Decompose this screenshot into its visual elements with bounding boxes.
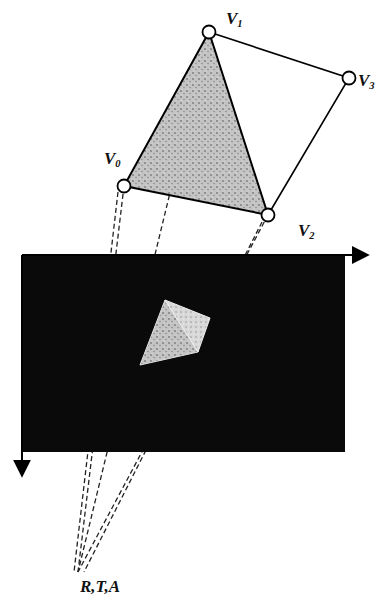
x-axis	[22, 254, 368, 256]
y-axis	[21, 255, 23, 476]
vertex-label: V0	[104, 150, 121, 169]
projected-pyramid	[140, 300, 210, 365]
tetrahedron	[118, 26, 356, 222]
vertex-label: V2	[298, 222, 315, 241]
image-plane	[22, 255, 345, 452]
vertex-label: V3	[358, 72, 375, 91]
vertex-label: V1	[226, 10, 243, 29]
camera-parameters: R,T,A	[80, 578, 120, 595]
